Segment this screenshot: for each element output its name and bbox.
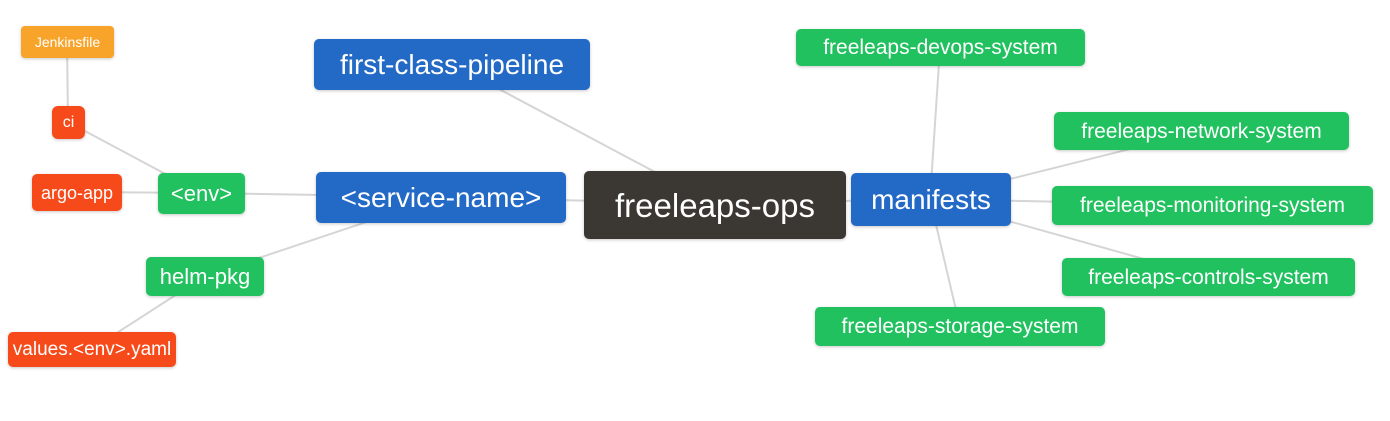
node-env[interactable]: <env> — [158, 173, 245, 214]
node-freeleaps-monitoring-system[interactable]: freeleaps-monitoring-system — [1052, 186, 1373, 225]
node-freeleaps-network-system[interactable]: freeleaps-network-system — [1054, 112, 1349, 150]
node-values-env-yaml[interactable]: values.<env>.yaml — [8, 332, 176, 367]
node-argo-app[interactable]: argo-app — [32, 174, 122, 211]
node-manifests[interactable]: manifests — [851, 173, 1011, 226]
node-freeleaps-storage-system[interactable]: freeleaps-storage-system — [815, 307, 1105, 346]
node-jenkinsfile[interactable]: Jenkinsfile — [21, 26, 114, 58]
node-freeleaps-controls-system[interactable]: freeleaps-controls-system — [1062, 258, 1355, 296]
node-service-name[interactable]: <service-name> — [316, 172, 566, 223]
node-freeleaps-ops-root[interactable]: freeleaps-ops — [584, 171, 846, 239]
node-ci[interactable]: ci — [52, 106, 85, 139]
node-first-class-pipeline[interactable]: first-class-pipeline — [314, 39, 590, 90]
node-helm-pkg[interactable]: helm-pkg — [146, 257, 264, 296]
node-freeleaps-devops-system[interactable]: freeleaps-devops-system — [796, 29, 1085, 66]
